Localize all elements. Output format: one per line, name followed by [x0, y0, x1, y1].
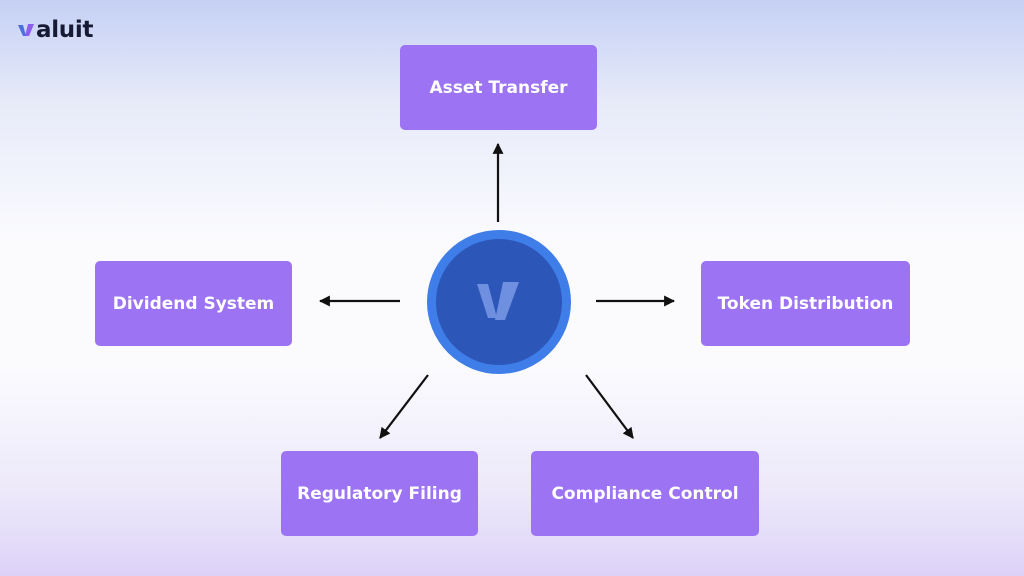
- arrow-to-compliance-control: [585, 374, 634, 439]
- hub-circle: [427, 230, 571, 374]
- arrow-to-regulatory-filing: [379, 374, 429, 439]
- brand-logo: aluit: [17, 14, 93, 46]
- valuit-v-mark-icon: [18, 24, 34, 36]
- node-label: Regulatory Filing: [297, 483, 462, 504]
- node-label: Compliance Control: [551, 483, 739, 504]
- node-label: Asset Transfer: [429, 77, 568, 98]
- node-asset-transfer: Asset Transfer: [400, 45, 597, 130]
- node-label: Dividend System: [112, 293, 275, 314]
- valuit-v-mark-icon: [477, 282, 519, 320]
- node-token-distribution: Token Distribution: [701, 261, 910, 346]
- brand-name: aluit: [36, 17, 94, 43]
- node-compliance-control: Compliance Control: [531, 451, 759, 536]
- node-label: Token Distribution: [717, 293, 894, 314]
- node-regulatory-filing: Regulatory Filing: [281, 451, 478, 536]
- node-dividend-system: Dividend System: [95, 261, 292, 346]
